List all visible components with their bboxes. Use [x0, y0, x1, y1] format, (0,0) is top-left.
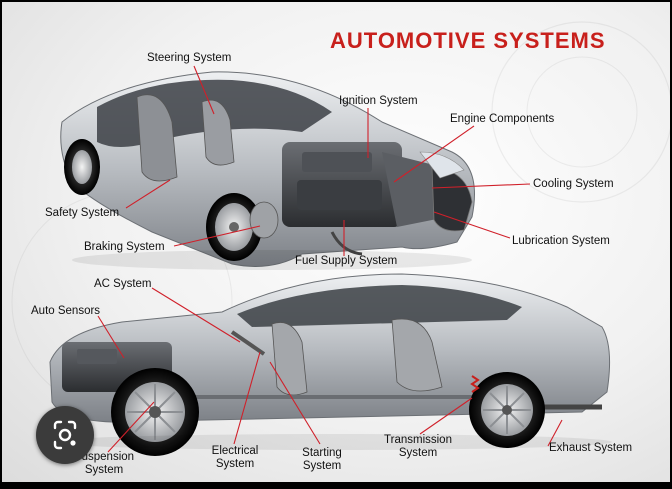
bottom-car-rear-wheel — [469, 372, 545, 448]
label-starting-system: Starting System — [290, 447, 354, 473]
label-safety-system: Safety System — [45, 207, 120, 219]
label-electrical-line1: Electrical — [211, 445, 259, 457]
bottom-car-windows — [237, 285, 522, 327]
bottom-car-seat-rear — [391, 318, 443, 392]
label-braking-system: Braking System — [84, 241, 165, 253]
label-transmission-line2: System — [398, 447, 438, 459]
label-cooling-system: Cooling System — [533, 178, 614, 190]
label-engine-components: Engine Components — [450, 113, 555, 125]
top-car-front-wheel — [206, 193, 262, 261]
leader-steering — [193, 65, 215, 115]
label-suspension-line2: System — [84, 464, 124, 476]
car-illustration — [11, 21, 670, 456]
leader-lubrication — [433, 211, 511, 239]
label-lubrication-system: Lubrication System — [512, 235, 610, 247]
google-lens-icon[interactable] — [36, 406, 94, 464]
top-car-seat-front — [136, 94, 178, 182]
leader-braking — [173, 225, 261, 247]
label-transmission-system: Transmission System — [375, 434, 461, 460]
label-exhaust-system: Exhaust System — [549, 442, 633, 454]
leader-suspension — [107, 401, 155, 453]
leader-transmission — [419, 397, 473, 435]
bottom-car-front-wheel — [111, 368, 199, 456]
label-electrical-line2: System — [215, 458, 255, 470]
label-fuel-supply-system: Fuel Supply System — [295, 255, 398, 267]
bottom-car-seat-front — [271, 322, 308, 396]
label-steering-system: Steering System — [147, 52, 232, 64]
diagram-title: AUTOMOTIVE SYSTEMS — [330, 28, 606, 53]
leader-safety — [125, 179, 171, 209]
label-transmission-line1: Transmission — [384, 434, 452, 446]
lens-glyph — [53, 420, 77, 450]
label-starting-line2: System — [302, 460, 342, 472]
label-auto-sensors: Auto Sensors — [31, 305, 101, 317]
label-suspension-system: Suspension System — [68, 451, 140, 477]
label-electrical-system: Electrical System — [200, 445, 270, 471]
leader-engine — [393, 125, 475, 183]
label-ignition-system: Ignition System — [339, 95, 418, 107]
leader-lines — [97, 65, 563, 453]
bottom-car — [49, 273, 612, 456]
leader-ac — [151, 287, 241, 343]
bottom-edge-bar — [0, 482, 672, 489]
leader-sensors — [97, 315, 125, 359]
label-ac-system: AC System — [94, 278, 152, 290]
leader-exhaust — [547, 419, 563, 447]
label-starting-line1: Starting — [302, 447, 342, 459]
diagram-canvas: AUTOMOTIVE SYSTEMS Steering System Ignit… — [2, 2, 670, 484]
label-suspension-line1: Suspension — [73, 451, 135, 463]
top-car — [60, 71, 475, 270]
leader-electrical — [233, 351, 261, 445]
leader-cooling — [431, 183, 531, 189]
top-car-seat-rear — [201, 99, 235, 166]
leader-starting — [269, 361, 321, 445]
